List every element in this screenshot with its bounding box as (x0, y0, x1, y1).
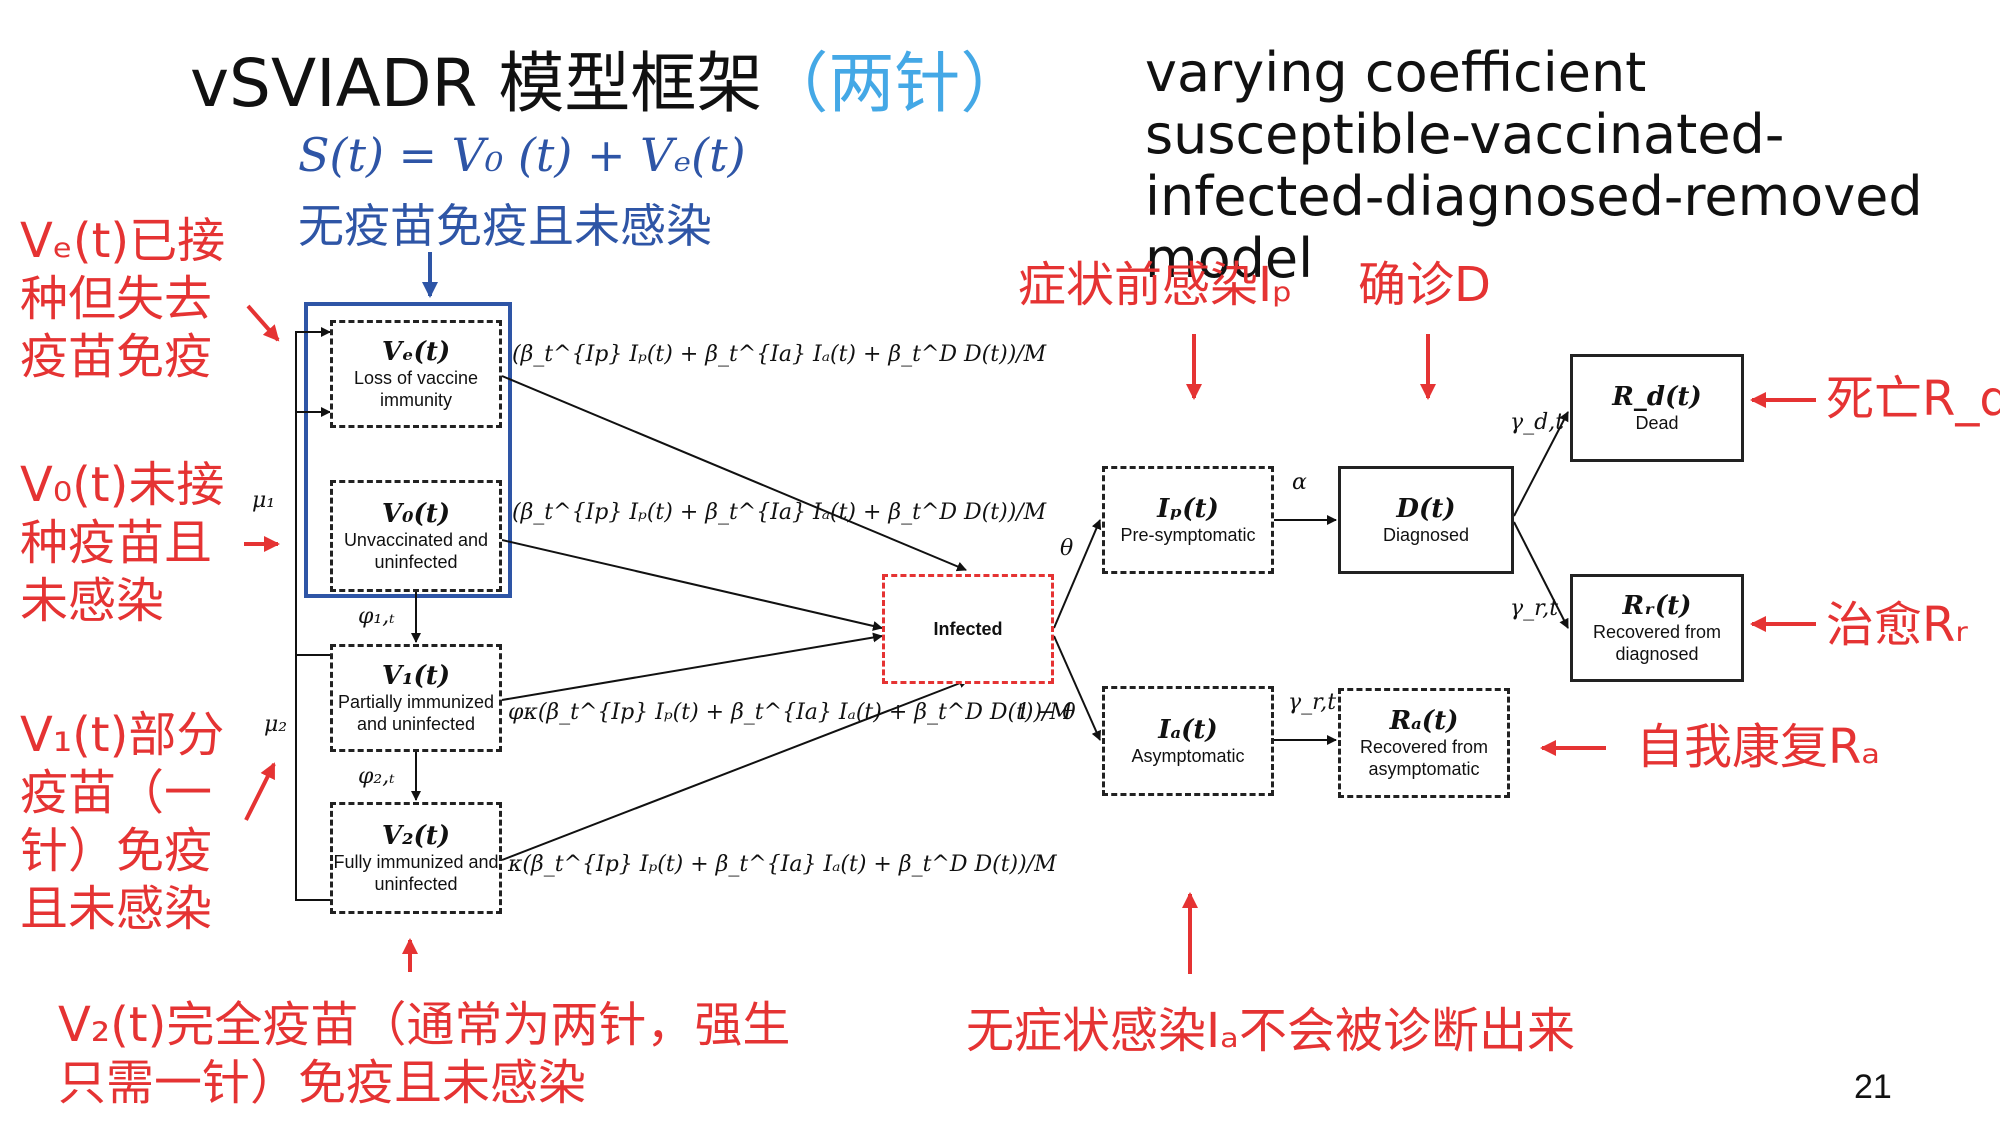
v0-annotation: V₀(t)未接种疫苗且未感染 (20, 457, 225, 629)
v0-rate-label: (β_t^{Ip} Iₚ(t) + β_t^{Ia} Iₐ(t) + β_t^D… (512, 500, 1047, 525)
ia-compartment: Iₐ(t) Asymptomatic (1102, 686, 1274, 796)
rr-compartment: Rᵣ(t) Recovered from diagnosed (1570, 574, 1744, 682)
title-accent: （两针） (762, 45, 1027, 122)
infected-compartment-desc: Infected (933, 619, 1003, 639)
ia-compartment-desc: Asymptomatic (1131, 746, 1245, 766)
v2-compartment-desc: Fully immunized and uninfected (333, 852, 499, 894)
susceptible-formula: S(t) = V₀ (t) + Vₑ(t) (298, 128, 746, 182)
v1-rate-label: φκ(β_t^{Ip} Iₚ(t) + β_t^{Ia} Iₐ(t) + β_t… (508, 700, 1073, 725)
susceptible-caption: 无疫苗免疫且未感染 (298, 199, 712, 253)
ve-rate-label: (β_t^{Ip} Iₚ(t) + β_t^{Ia} Iₐ(t) + β_t^D… (512, 342, 1047, 367)
theta-label: θ (1060, 536, 1074, 561)
infected-compartment: Infected (882, 574, 1054, 684)
rd-compartment: R_d(t) Dead (1570, 354, 1744, 462)
d-annotation: 确诊D (1358, 257, 1491, 313)
v1-annotation: V₁(t)部分疫苗（一针）免疫且未感染 (20, 707, 225, 937)
phi1-label: φ₁,ₜ (358, 604, 395, 629)
v1-compartment-desc: Partially immunized and uninfected (337, 692, 495, 734)
model-subtitle: varying coefficient susceptible-vaccinat… (1145, 41, 1923, 290)
ip-compartment-desc: Pre-symptomatic (1120, 525, 1256, 545)
d-compartment-title: D(t) (1396, 494, 1456, 524)
ip-compartment: Iₚ(t) Pre-symptomatic (1102, 466, 1274, 574)
mu1-loop-line (295, 327, 331, 656)
rr-compartment-title: Rᵣ(t) (1622, 591, 1692, 621)
gamma-r-asymptomatic-label: γ_r,t (1288, 690, 1337, 715)
v2-compartment-title: V₂(t) (381, 821, 451, 851)
rr-compartment-desc: Recovered from diagnosed (1592, 622, 1722, 664)
rd-compartment-title: R_d(t) (1612, 382, 1702, 412)
ve-compartment: Vₑ(t) Loss of vaccine immunity (330, 320, 502, 428)
v2-compartment: V₂(t) Fully immunized and uninfected (330, 802, 502, 914)
mu1-label: μ₁ (252, 488, 276, 513)
d-compartment-desc: Diagnosed (1382, 525, 1470, 545)
rr-annotation: 治愈Rᵣ (1826, 597, 1968, 653)
gamma-r-label: γ_r,t (1510, 596, 1559, 621)
gamma-d-label: γ_d,t (1510, 410, 1565, 435)
ra-compartment-desc: Recovered from asymptomatic (1359, 737, 1489, 779)
v2-rate-label: κ(β_t^{Ip} Iₚ(t) + β_t^{Ia} Iₐ(t) + β_t^… (508, 852, 1057, 877)
theta-arrow (1053, 519, 1102, 629)
ve-annotation: Vₑ(t)已接种但失去疫苗免疫 (20, 213, 226, 385)
v1-compartment: V₁(t) Partially immunized and uninfected (330, 644, 502, 752)
ip-compartment-title: Iₚ(t) (1157, 494, 1219, 524)
page-number: 21 (1854, 1068, 1892, 1106)
ve-compartment-title: Vₑ(t) (381, 337, 451, 367)
v2-infection-arrow (501, 678, 969, 861)
ra-compartment: Rₐ(t) Recovered from asymptomatic (1338, 688, 1510, 798)
v0-infection-arrow (501, 539, 883, 631)
rd-compartment-desc: Dead (1635, 413, 1679, 433)
d-compartment: D(t) Diagnosed (1338, 466, 1514, 574)
v1-annotation-arrow (244, 762, 276, 821)
v0-compartment: V₀(t) Unvaccinated and uninfected (330, 480, 502, 592)
phi2-label: φ₂,ₜ (358, 764, 395, 789)
mu2-loop-line (295, 412, 330, 901)
ia-compartment-title: Iₐ(t) (1158, 715, 1218, 745)
ra-annotation: 自我康复Rₐ (1636, 719, 1881, 775)
ra-compartment-title: Rₐ(t) (1389, 706, 1459, 736)
recovery-arrow (1513, 521, 1569, 629)
ve-compartment-desc: Loss of vaccine immunity (353, 368, 479, 410)
page-title: vSVIADR 模型框架（两针） (190, 30, 1026, 126)
ia-annotation: 无症状感染Iₐ不会被诊断出来 (966, 1003, 1575, 1059)
v1-compartment-title: V₁(t) (381, 661, 451, 691)
mu2-label: μ₂ (264, 712, 288, 737)
title-main: vSVIADR 模型框架 (190, 45, 763, 122)
v1-infection-arrow (501, 632, 883, 701)
one-minus-theta-label: 1 − θ (1016, 700, 1076, 725)
v2-annotation: V₂(t)完全疫苗（通常为两针，强生只需一针）免疫且未感染 (58, 997, 791, 1111)
ip-annotation: 症状前感染Iₚ (1018, 257, 1293, 313)
rd-annotation: 死亡R_d (1826, 371, 2000, 427)
ve-infection-arrow (501, 375, 967, 572)
v0-compartment-title: V₀(t) (381, 499, 451, 529)
death-arrow (1513, 411, 1569, 517)
v0-compartment-desc: Unvaccinated and uninfected (343, 530, 489, 572)
ve-annotation-arrow (246, 304, 280, 342)
alpha-label: α (1292, 470, 1307, 495)
susceptible-group-frame (304, 302, 512, 598)
one-minus-theta-arrow (1053, 635, 1101, 741)
